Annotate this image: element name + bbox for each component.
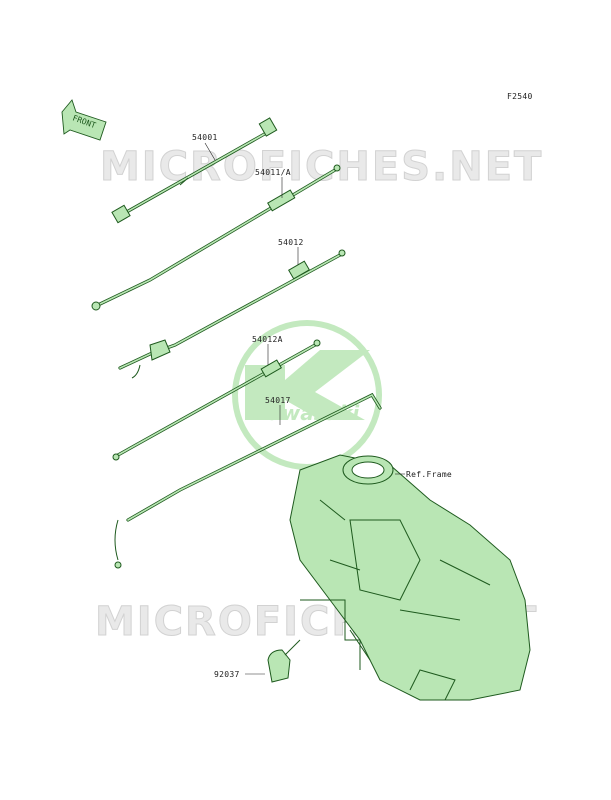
logo-text: Kawasaki — [253, 401, 361, 425]
part-label-54012a: 54012A — [252, 335, 283, 344]
cable-54011a — [91, 164, 341, 311]
part-label-ref-frame: Ref.Frame — [406, 470, 452, 479]
cable-54017 — [114, 392, 382, 569]
part-label-54017: 54017 — [265, 396, 291, 405]
frame-assembly — [289, 454, 531, 701]
cable-54001 — [111, 117, 278, 224]
part-label-54001: 54001 — [192, 133, 218, 142]
part-label-92037: 92037 — [214, 670, 240, 679]
part-label-54011a: 54011/A — [255, 168, 291, 177]
cable-54012 — [118, 249, 346, 379]
part-label-54012: 54012 — [278, 238, 304, 247]
cable-54012a — [112, 339, 321, 461]
clamp-92037 — [267, 639, 301, 683]
figure-code: F2540 — [507, 92, 533, 101]
watermark-top: MICROFICHES.NET — [100, 144, 543, 190]
front-arrow-icon: FRONT — [61, 99, 107, 141]
kawasaki-logo: Kawasaki — [232, 320, 382, 470]
